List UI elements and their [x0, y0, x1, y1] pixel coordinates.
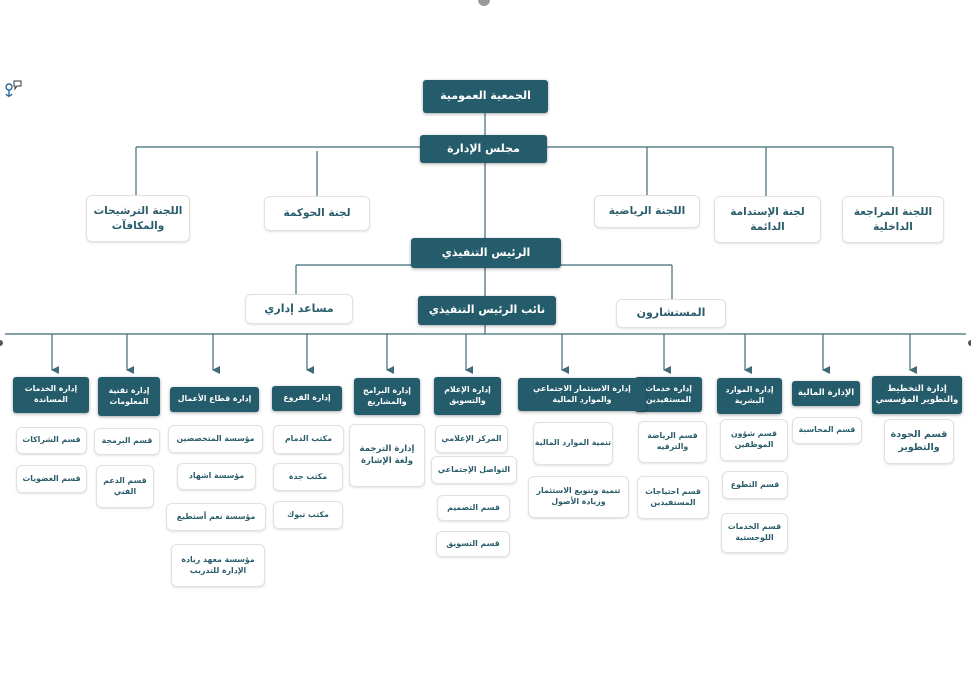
dept-planning[interactable]: إدارة التخطيط والتطوير المؤسسي — [872, 376, 962, 414]
unit-personnel[interactable]: قسم شؤون الموظفين — [720, 419, 788, 461]
unit-media-center[interactable]: المركز الإعلامي — [435, 425, 508, 453]
pin-tool-icon[interactable] — [2, 78, 24, 100]
unit-accounting[interactable]: قسم المحاسبة — [792, 417, 862, 444]
internal-audit-committee[interactable]: اللجنة المراجعة الداخلية — [842, 196, 944, 243]
unit-marketing[interactable]: قسم التسويق — [436, 531, 510, 557]
board-box[interactable]: مجلس الإدارة — [420, 135, 547, 163]
unit-investment-growth[interactable]: تنمية وتنويع الاستثمار وزيادة الأصول — [528, 476, 629, 518]
dept-beneficiary-services[interactable]: إدارة خدمات المستفيدين — [635, 377, 702, 412]
unit-design[interactable]: قسم التصميم — [437, 495, 510, 521]
unit-riyada-institute[interactable]: مؤسسة معهد ريادة الإدارة للتدريب — [171, 544, 265, 587]
sports-committee[interactable]: اللجنة الرياضية — [594, 195, 700, 228]
unit-specialists-foundation[interactable]: مؤسسة المتخصصين — [168, 425, 263, 453]
dept-it[interactable]: إدارة تقنية المعلومات — [98, 377, 160, 416]
dept-branches[interactable]: إدارة الفروع — [272, 386, 342, 411]
dept-support-services[interactable]: إدارة الخدمات المساندة — [13, 377, 89, 413]
unit-volunteering[interactable]: قسم التطوع — [722, 471, 788, 499]
dept-programs[interactable]: إدارة البرامج والمشاريع — [354, 378, 420, 415]
admin-assistant-box[interactable]: مساعد إداري — [245, 294, 353, 324]
unit-programming[interactable]: قسم البرمجة — [94, 428, 160, 455]
dept-social-investment[interactable]: إدارة الاستثمار الاجتماعي والموارد المال… — [518, 378, 646, 411]
unit-financial-resources[interactable]: تنمية الموارد المالية — [533, 422, 613, 465]
unit-translation[interactable]: إدارة الترجمة ولغة الإشارة — [349, 424, 425, 487]
left-edge-dot — [0, 340, 3, 346]
right-edge-dot — [968, 340, 971, 346]
governance-committee[interactable]: لجنة الحوكمة — [264, 196, 370, 231]
unit-memberships[interactable]: قسم العضويات — [16, 465, 87, 493]
unit-sports-recreation[interactable]: قسم الرياضة والترفيه — [638, 421, 707, 463]
top-circle-marker — [478, 0, 490, 6]
dept-business-sector[interactable]: إدارة قطاع الأعمال — [170, 387, 259, 412]
dept-hr[interactable]: إدارة الموارد البشرية — [717, 378, 782, 414]
deputy-ceo-box[interactable]: نائب الرئيس التنفيذي — [418, 296, 556, 325]
general-assembly-box[interactable]: الجمعية العمومية — [423, 80, 548, 113]
unit-dammam-office[interactable]: مكتب الدمام — [273, 425, 344, 454]
ceo-box[interactable]: الرئيس التنفيذي — [411, 238, 561, 268]
dept-media-marketing[interactable]: إدارة الإعلام والتسويق — [434, 377, 501, 415]
unit-jeddah-office[interactable]: مكتب جدة — [273, 463, 343, 491]
unit-logistics[interactable]: قسم الخدمات اللوجستية — [721, 513, 788, 553]
unit-social-media[interactable]: التواصل الإجتماعي — [431, 456, 517, 484]
dept-finance[interactable]: الإدارة المالية — [792, 381, 860, 406]
unit-ishhad-foundation[interactable]: مؤسسة اشهاد — [177, 463, 256, 490]
unit-tech-support[interactable]: قسم الدعم الفني — [96, 465, 154, 508]
unit-quality[interactable]: قسم الجودة والتطوير — [884, 419, 954, 464]
unit-partnerships[interactable]: قسم الشراكات — [16, 427, 87, 454]
unit-beneficiary-needs[interactable]: قسم احتياجات المستفيدين — [637, 476, 709, 519]
unit-tabuk-office[interactable]: مكتب تبوك — [273, 501, 343, 529]
sustainability-committee[interactable]: لجنة الإستدامة الدائمة — [714, 196, 821, 243]
unit-naam-foundation[interactable]: مؤسسة نعم أستطيع — [166, 503, 266, 531]
nominations-committee[interactable]: اللجنة الترشيحات والمكافآت — [86, 195, 190, 242]
advisors-box[interactable]: المستشارون — [616, 299, 726, 328]
